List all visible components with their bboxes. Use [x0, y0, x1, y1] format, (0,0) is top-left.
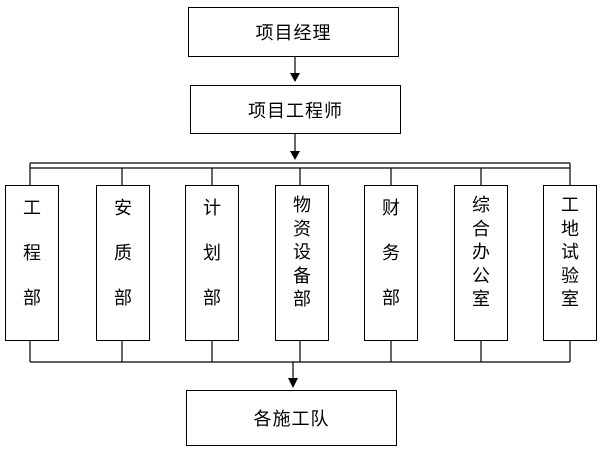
project-manager-label: 项目经理: [255, 23, 332, 44]
department-label: 工 地 试 验 室: [561, 195, 579, 310]
arrow-middle-to-departments: [290, 151, 300, 160]
department-label: 综 合 办 公 室: [472, 195, 490, 310]
department-box-site-laboratory: 工 地 试 验 室: [543, 185, 597, 341]
department-label: 工 程 部: [23, 198, 41, 309]
department-box-planning: 计 划 部: [185, 185, 239, 341]
construction-teams-label: 各施工队: [253, 409, 330, 430]
department-label: 计 划 部: [203, 198, 221, 309]
department-box-safety-quality: 安 质 部: [96, 185, 150, 341]
department-box-materials-equipment: 物 资 设 备 部: [275, 185, 329, 341]
project-manager-box: 项目经理: [188, 7, 399, 57]
department-box-engineering: 工 程 部: [5, 185, 59, 341]
department-label: 安 质 部: [114, 198, 132, 309]
arrow-top-to-middle: [290, 73, 300, 82]
project-engineer-box: 项目工程师: [190, 85, 401, 134]
department-box-finance: 财 务 部: [364, 185, 418, 341]
department-box-general-office: 综 合 办 公 室: [454, 185, 508, 341]
construction-teams-box: 各施工队: [186, 390, 397, 446]
project-engineer-label: 项目工程师: [248, 100, 343, 122]
department-label: 财 务 部: [382, 198, 400, 309]
arrow-to-bottom: [288, 378, 298, 388]
department-label: 物 资 设 备 部: [293, 195, 311, 310]
